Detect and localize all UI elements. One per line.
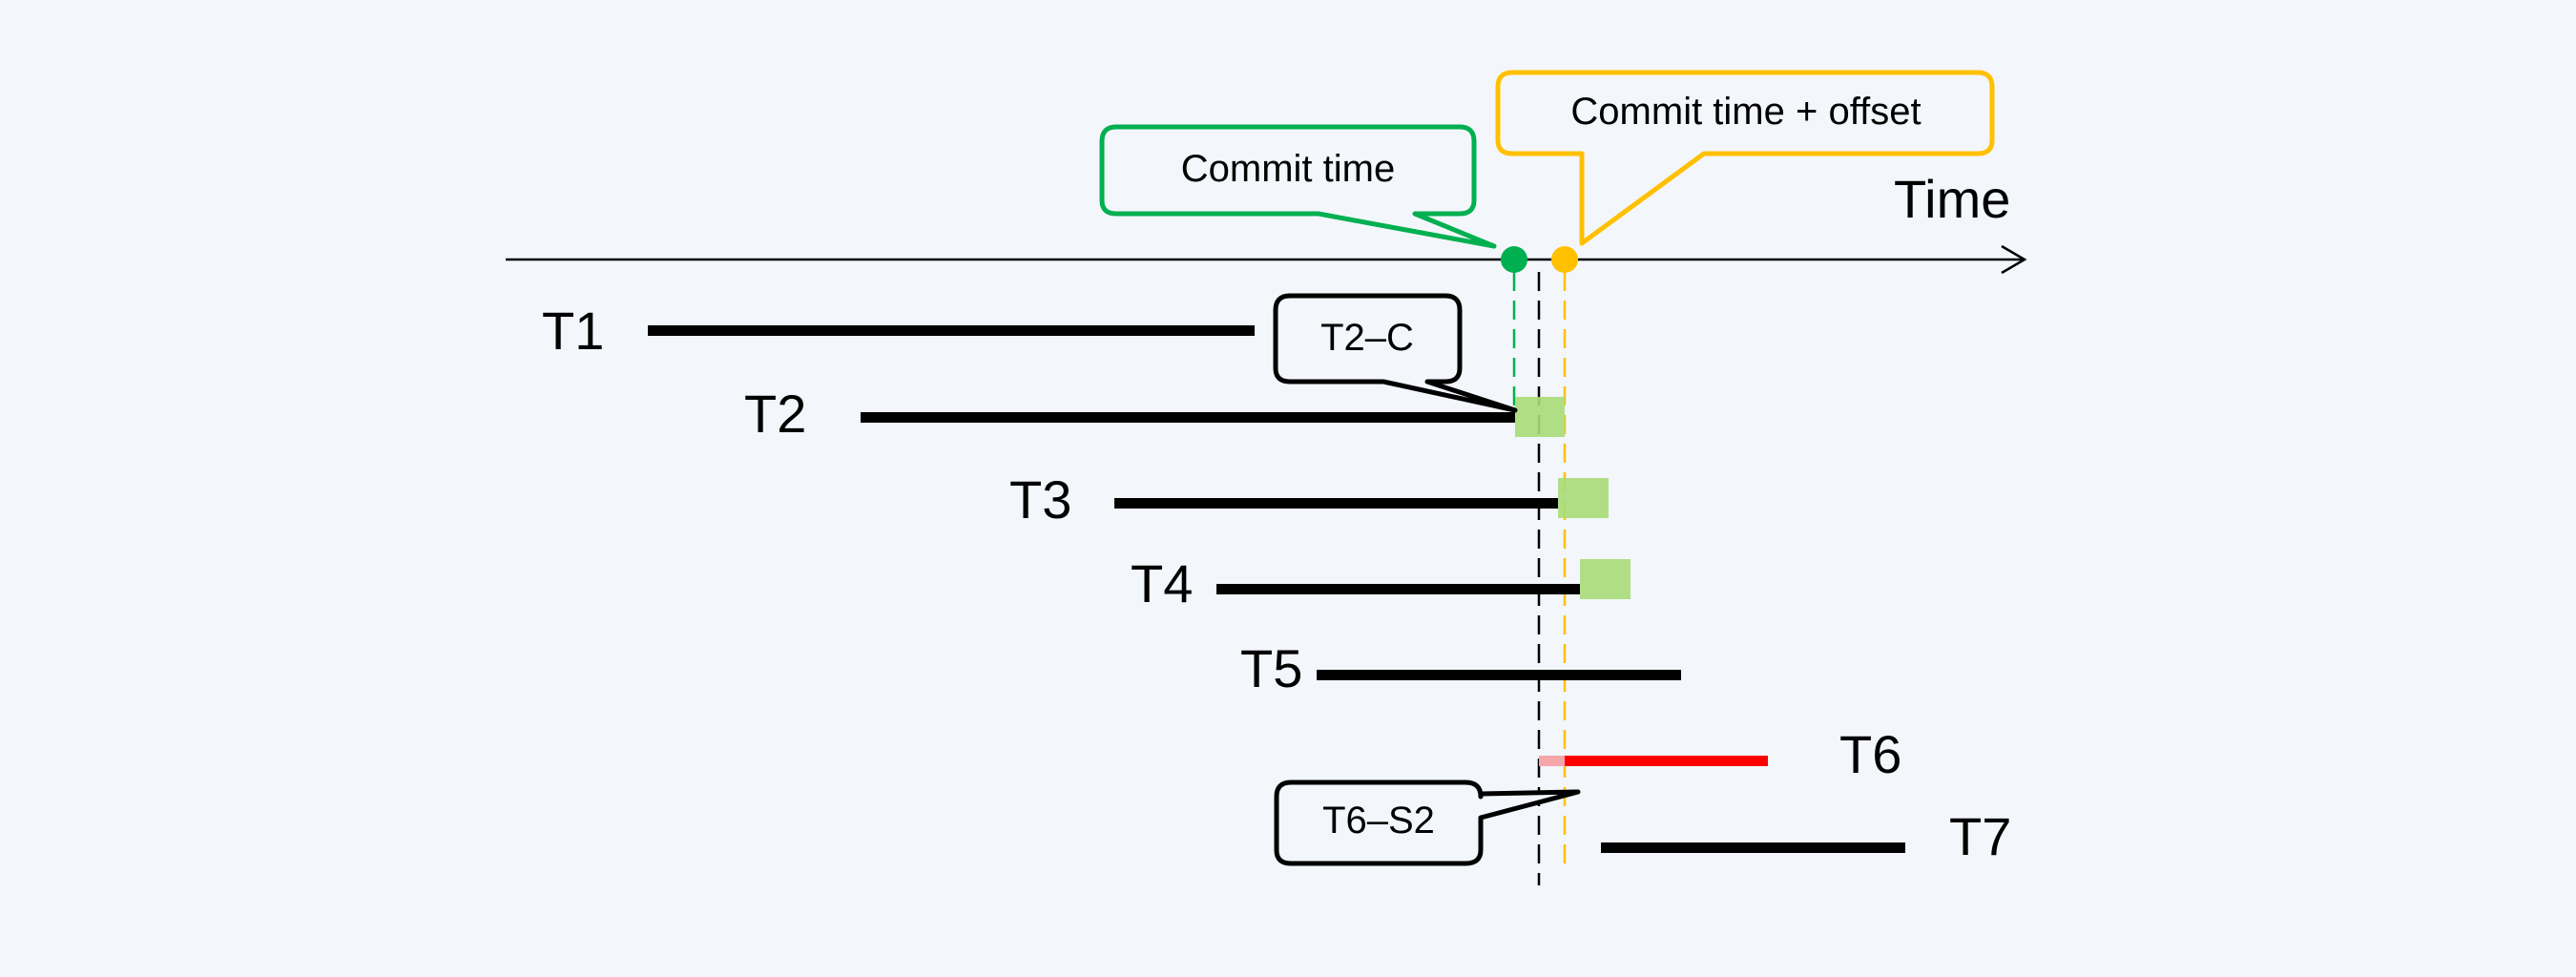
transaction-bar-t5 — [1317, 670, 1681, 680]
transaction-label-t6: T6 — [1839, 724, 1901, 784]
commit-offset-dot — [1551, 246, 1578, 273]
time-axis-arrow-icon — [2001, 244, 2027, 275]
transaction-label-t4: T4 — [1131, 553, 1193, 613]
transaction-bar-t1 — [648, 325, 1255, 336]
transaction-bar-t3 — [1114, 498, 1558, 509]
commit-time-callout-text: Commit time — [1181, 148, 1395, 190]
transaction-label-t5: T5 — [1240, 638, 1302, 698]
transaction-bar-t4 — [1216, 584, 1580, 594]
commit-time-offset-callout-text: Commit time + offset — [1570, 91, 1921, 133]
transaction-bar-t6-pending — [1539, 756, 1565, 766]
commit-block-t2 — [1515, 397, 1565, 437]
transaction-bar-t6 — [1565, 756, 1768, 766]
commit-block-t3 — [1558, 478, 1609, 518]
time-axis-label: Time — [1894, 169, 2010, 229]
transaction-label-t3: T3 — [1009, 469, 1071, 530]
transaction-bar-t7 — [1601, 842, 1905, 853]
transaction-label-t2: T2 — [744, 384, 806, 444]
commit-time-callout — [1099, 124, 1497, 249]
commit-time-offset-callout — [1495, 70, 1995, 246]
transaction-label-t7: T7 — [1949, 806, 2011, 866]
t2-c-callout — [1273, 293, 1518, 413]
commit-block-t4 — [1580, 559, 1631, 599]
transaction-label-t1: T1 — [542, 301, 604, 361]
t6-s2-callout-text: T6–S2 — [1322, 800, 1435, 842]
commit-time-dot — [1501, 246, 1527, 273]
t2-c-callout-text: T2–C — [1320, 317, 1414, 359]
transaction-bar-t2 — [861, 412, 1515, 423]
t6-s2-callout — [1274, 780, 1581, 866]
